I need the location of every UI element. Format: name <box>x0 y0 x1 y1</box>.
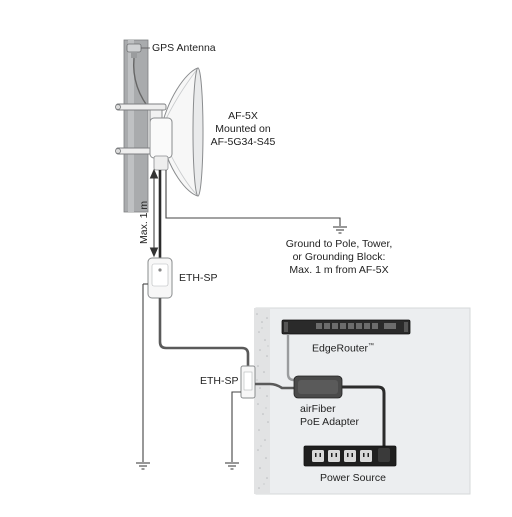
af-5x-label-line1: AF-5X <box>228 110 258 122</box>
radio-ground-wire <box>165 170 341 226</box>
poe-adapter-device <box>293 375 343 399</box>
ground-instruction-line3: Max. 1 m from AF-5X <box>289 264 389 276</box>
eth-sp-upper-device <box>147 257 173 299</box>
edgerouter-label: EdgeRouter™ <box>312 340 374 356</box>
af-5x-dish <box>159 67 204 197</box>
power-cord <box>342 385 386 456</box>
eth-sp-lower-ground-symbol <box>225 462 239 470</box>
af-5x-radio <box>149 117 173 171</box>
mounting-pole <box>123 39 149 213</box>
af-5x-label-line2: Mounted on <box>215 123 271 135</box>
gps-antenna-label: GPS Antenna <box>152 42 216 54</box>
power-strip-device <box>303 445 397 467</box>
poe-adapter-label: airFiber PoE Adapter <box>300 403 359 429</box>
eth-sp-upper-label: ETH-SP <box>179 272 218 284</box>
wall <box>254 308 270 494</box>
edgerouter-trademark: ™ <box>368 343 375 349</box>
radio-ground-symbol <box>333 226 347 234</box>
af-5x-label: AF-5X Mounted on AF-5G34-S45 <box>203 110 283 149</box>
edgerouter-label-text: EdgeRouter <box>312 342 369 355</box>
eth-sp-lower-label: ETH-SP <box>200 375 239 387</box>
max-length-label: Max. 1 m <box>138 200 150 244</box>
ethernet-cable-outdoor <box>158 298 250 368</box>
ground-instruction-label: Ground to Pole, Tower, or Grounding Bloc… <box>276 238 402 277</box>
af-5x-label-line3: AF-5G34-S45 <box>210 136 276 148</box>
power-source-label: Power Source <box>320 472 386 484</box>
max-length-dimension <box>149 168 159 258</box>
edgerouter-device <box>281 319 411 335</box>
poe-adapter-label-line1: airFiber <box>300 403 336 415</box>
gps-antenna <box>126 43 150 58</box>
poe-adapter-label-line2: PoE Adapter <box>300 416 359 428</box>
poe-cable-indoor <box>255 382 296 390</box>
eth-sp-lower-device <box>240 365 256 399</box>
ground-instruction-line1: Ground to Pole, Tower, <box>285 238 393 250</box>
ground-instruction-line2: or Grounding Block: <box>292 251 386 263</box>
eth-sp-lower-ground-wire <box>231 391 241 462</box>
eth-sp-upper-ground-symbol <box>136 462 150 470</box>
